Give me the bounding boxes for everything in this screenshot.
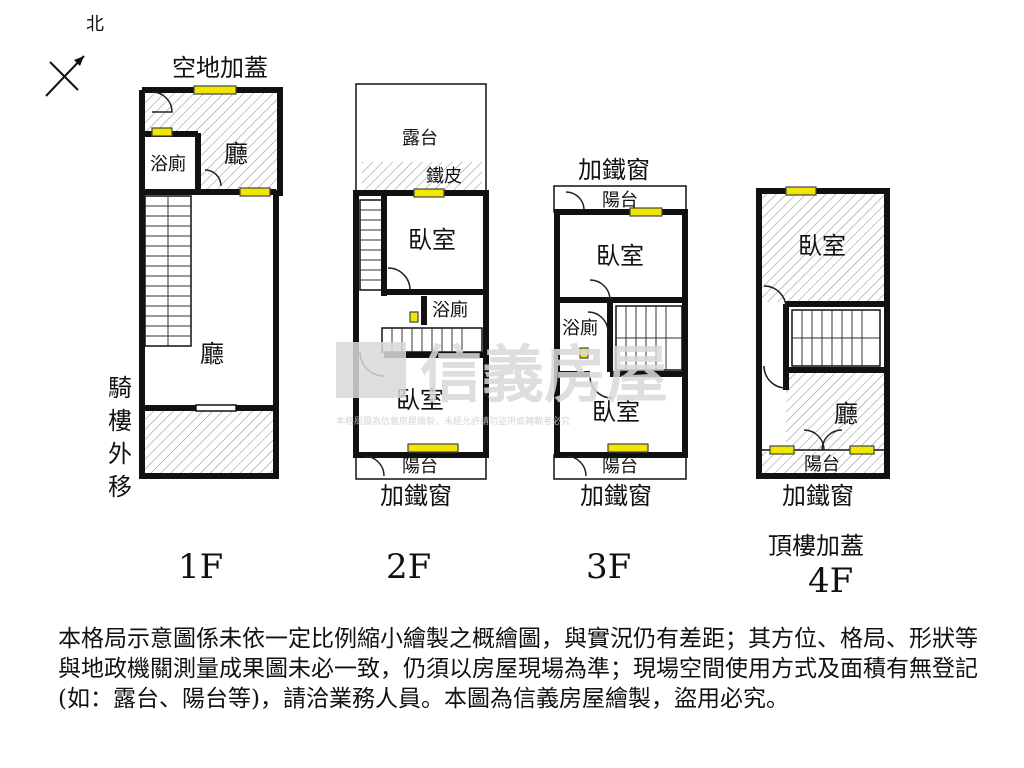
floor-1f-bath-door-icon [204, 169, 222, 187]
floor-3f-room-balcony-bottom: 陽台 [602, 456, 638, 477]
floor-2f-terrace-hatch [362, 162, 482, 190]
floor-2f: 露台 鐵皮 臥室 浴廁 臥室 陽台 [353, 83, 489, 587]
floor-1f-window-bath [151, 127, 173, 137]
floor-4f-stairs [791, 309, 881, 367]
floor-3f-room-balcony-top: 陽台 [602, 190, 638, 211]
floor-3f-stairs [615, 305, 683, 371]
floor-1f-room-bath: 浴廁 [150, 153, 186, 175]
floor-1f-sliding-door-icon [195, 404, 237, 412]
floor-4f-outer-wall [756, 188, 890, 479]
floor-1f-room-hall-upper: 廳 [224, 140, 248, 168]
floor-3f-top-door-icon [565, 191, 585, 211]
floor-1f-room-hall-main: 廳 [200, 340, 224, 368]
floor-4f-label: 4F [808, 561, 853, 601]
floor-1f-side-label: 騎樓外移 [108, 374, 132, 501]
floor-4f: 臥室 廳 陽台 加鐵窗 頂樓加蓋 4F [756, 186, 890, 601]
floor-3f-room-bedroom-2: 臥室 [592, 398, 640, 426]
floor-3f-room-bath: 浴廁 [562, 317, 598, 339]
floor-2f-window-bottom [407, 443, 459, 453]
floor-2f-window-top [413, 188, 445, 198]
floor-3f-bath-door-icon [587, 311, 609, 333]
compass-cross [49, 61, 79, 91]
floor-2f-room-iron-sheet: 鐵皮 [426, 166, 462, 187]
floor-1f-entry-door-icon [151, 91, 173, 113]
floor-2f-room-balcony: 陽台 [402, 456, 438, 477]
floor-4f-window-right [849, 445, 875, 455]
floor-3f-room-bedroom-1: 臥室 [596, 242, 644, 270]
compass-arrowhead-icon [74, 56, 84, 66]
floor-3f-window-bath [579, 347, 589, 359]
floor-1f-window-top [193, 85, 237, 95]
floor-4f-balcony-door2-icon [821, 429, 843, 451]
floor-4f-room-bedroom: 臥室 [798, 232, 846, 260]
floor-2f-bedroom-door-icon [387, 267, 411, 291]
compass-label: 北 [86, 14, 104, 35]
floor-1f-stairs [144, 195, 192, 347]
floor-3f: 加鐵窗 陽台 臥室 浴廁 臥室 陽台 加鐵窗 3F [553, 156, 688, 587]
floor-2f-label: 2F [386, 547, 431, 587]
floor-3f-bottom-balcony-outline [553, 454, 687, 480]
floor-4f-balcony-hatch [762, 452, 884, 474]
floor-3f-bedroom2-door-icon [589, 375, 613, 399]
floor-2f-room-terrace: 露台 [402, 128, 438, 149]
floor-4f-hall-door-icon [763, 365, 787, 389]
floor-3f-top-label: 加鐵窗 [578, 156, 650, 184]
floor-1f-arcade-hatch [145, 410, 273, 474]
floor-3f-bottom-label: 加鐵窗 [580, 482, 652, 510]
floor-4f-hall-hatch [786, 372, 884, 450]
floor-3f-bedroom-door-icon [589, 279, 611, 301]
floor-1f: 空地加蓋 [108, 54, 283, 587]
floor-1f-outer-wall [139, 90, 279, 479]
watermark-logo-icon [336, 342, 406, 398]
floor-4f-bedroom-door-icon [763, 285, 787, 309]
watermark-brand: 信義房屋 [420, 338, 668, 411]
watermark-notice: 本格局圖為信義房屋繪製，未經允許請勿盜用或轉載者必究 [336, 415, 570, 427]
floor-4f-room-balcony: 陽台 [804, 454, 840, 475]
disclaimer-text: 本格局示意圖係未依一定比例縮小繪製之概繪圖，與實況仍有差距；其方位、格局、形狀等… [58, 626, 978, 712]
floor-1f-entry-hatch [145, 93, 198, 133]
floor-1f-hall-hatch [198, 93, 278, 189]
floor-4f-window-left [769, 445, 795, 455]
floor-4f-window-top [785, 186, 817, 196]
floor-2f-window-bath [409, 311, 419, 323]
floor-2f-balcony-outline [355, 454, 487, 480]
floor-3f-window-top [629, 207, 663, 217]
floor-2f-stairs [359, 199, 483, 353]
compass: 北 [45, 14, 104, 97]
floor-4f-bedroom-hatch [762, 194, 884, 302]
floor-1f-top-label: 空地加蓋 [172, 54, 268, 82]
floor-2f-room-bedroom-1: 臥室 [408, 226, 456, 254]
floor-3f-window-bottom [607, 443, 649, 453]
floor-1f-label: 1F [178, 547, 223, 587]
watermark: 信義房屋 本格局圖為信義房屋繪製，未經允許請勿盜用或轉載者必究 [336, 338, 668, 427]
floor-4f-caption: 頂樓加蓋 [768, 532, 864, 560]
floor-2f-bottom-label: 加鐵窗 [380, 482, 452, 510]
floor-4f-bottom-label: 加鐵窗 [782, 482, 854, 510]
floor-2f-balcony-door-icon [363, 455, 385, 477]
floor-4f-balcony-door-icon [803, 429, 825, 451]
floor-1f-window-mid [239, 187, 271, 197]
floor-2f-room-bath: 浴廁 [432, 299, 468, 321]
floor-4f-room-hall: 廳 [834, 400, 858, 428]
floor-3f-balcony-door-icon [565, 455, 587, 477]
floor-3f-label: 3F [586, 547, 631, 587]
